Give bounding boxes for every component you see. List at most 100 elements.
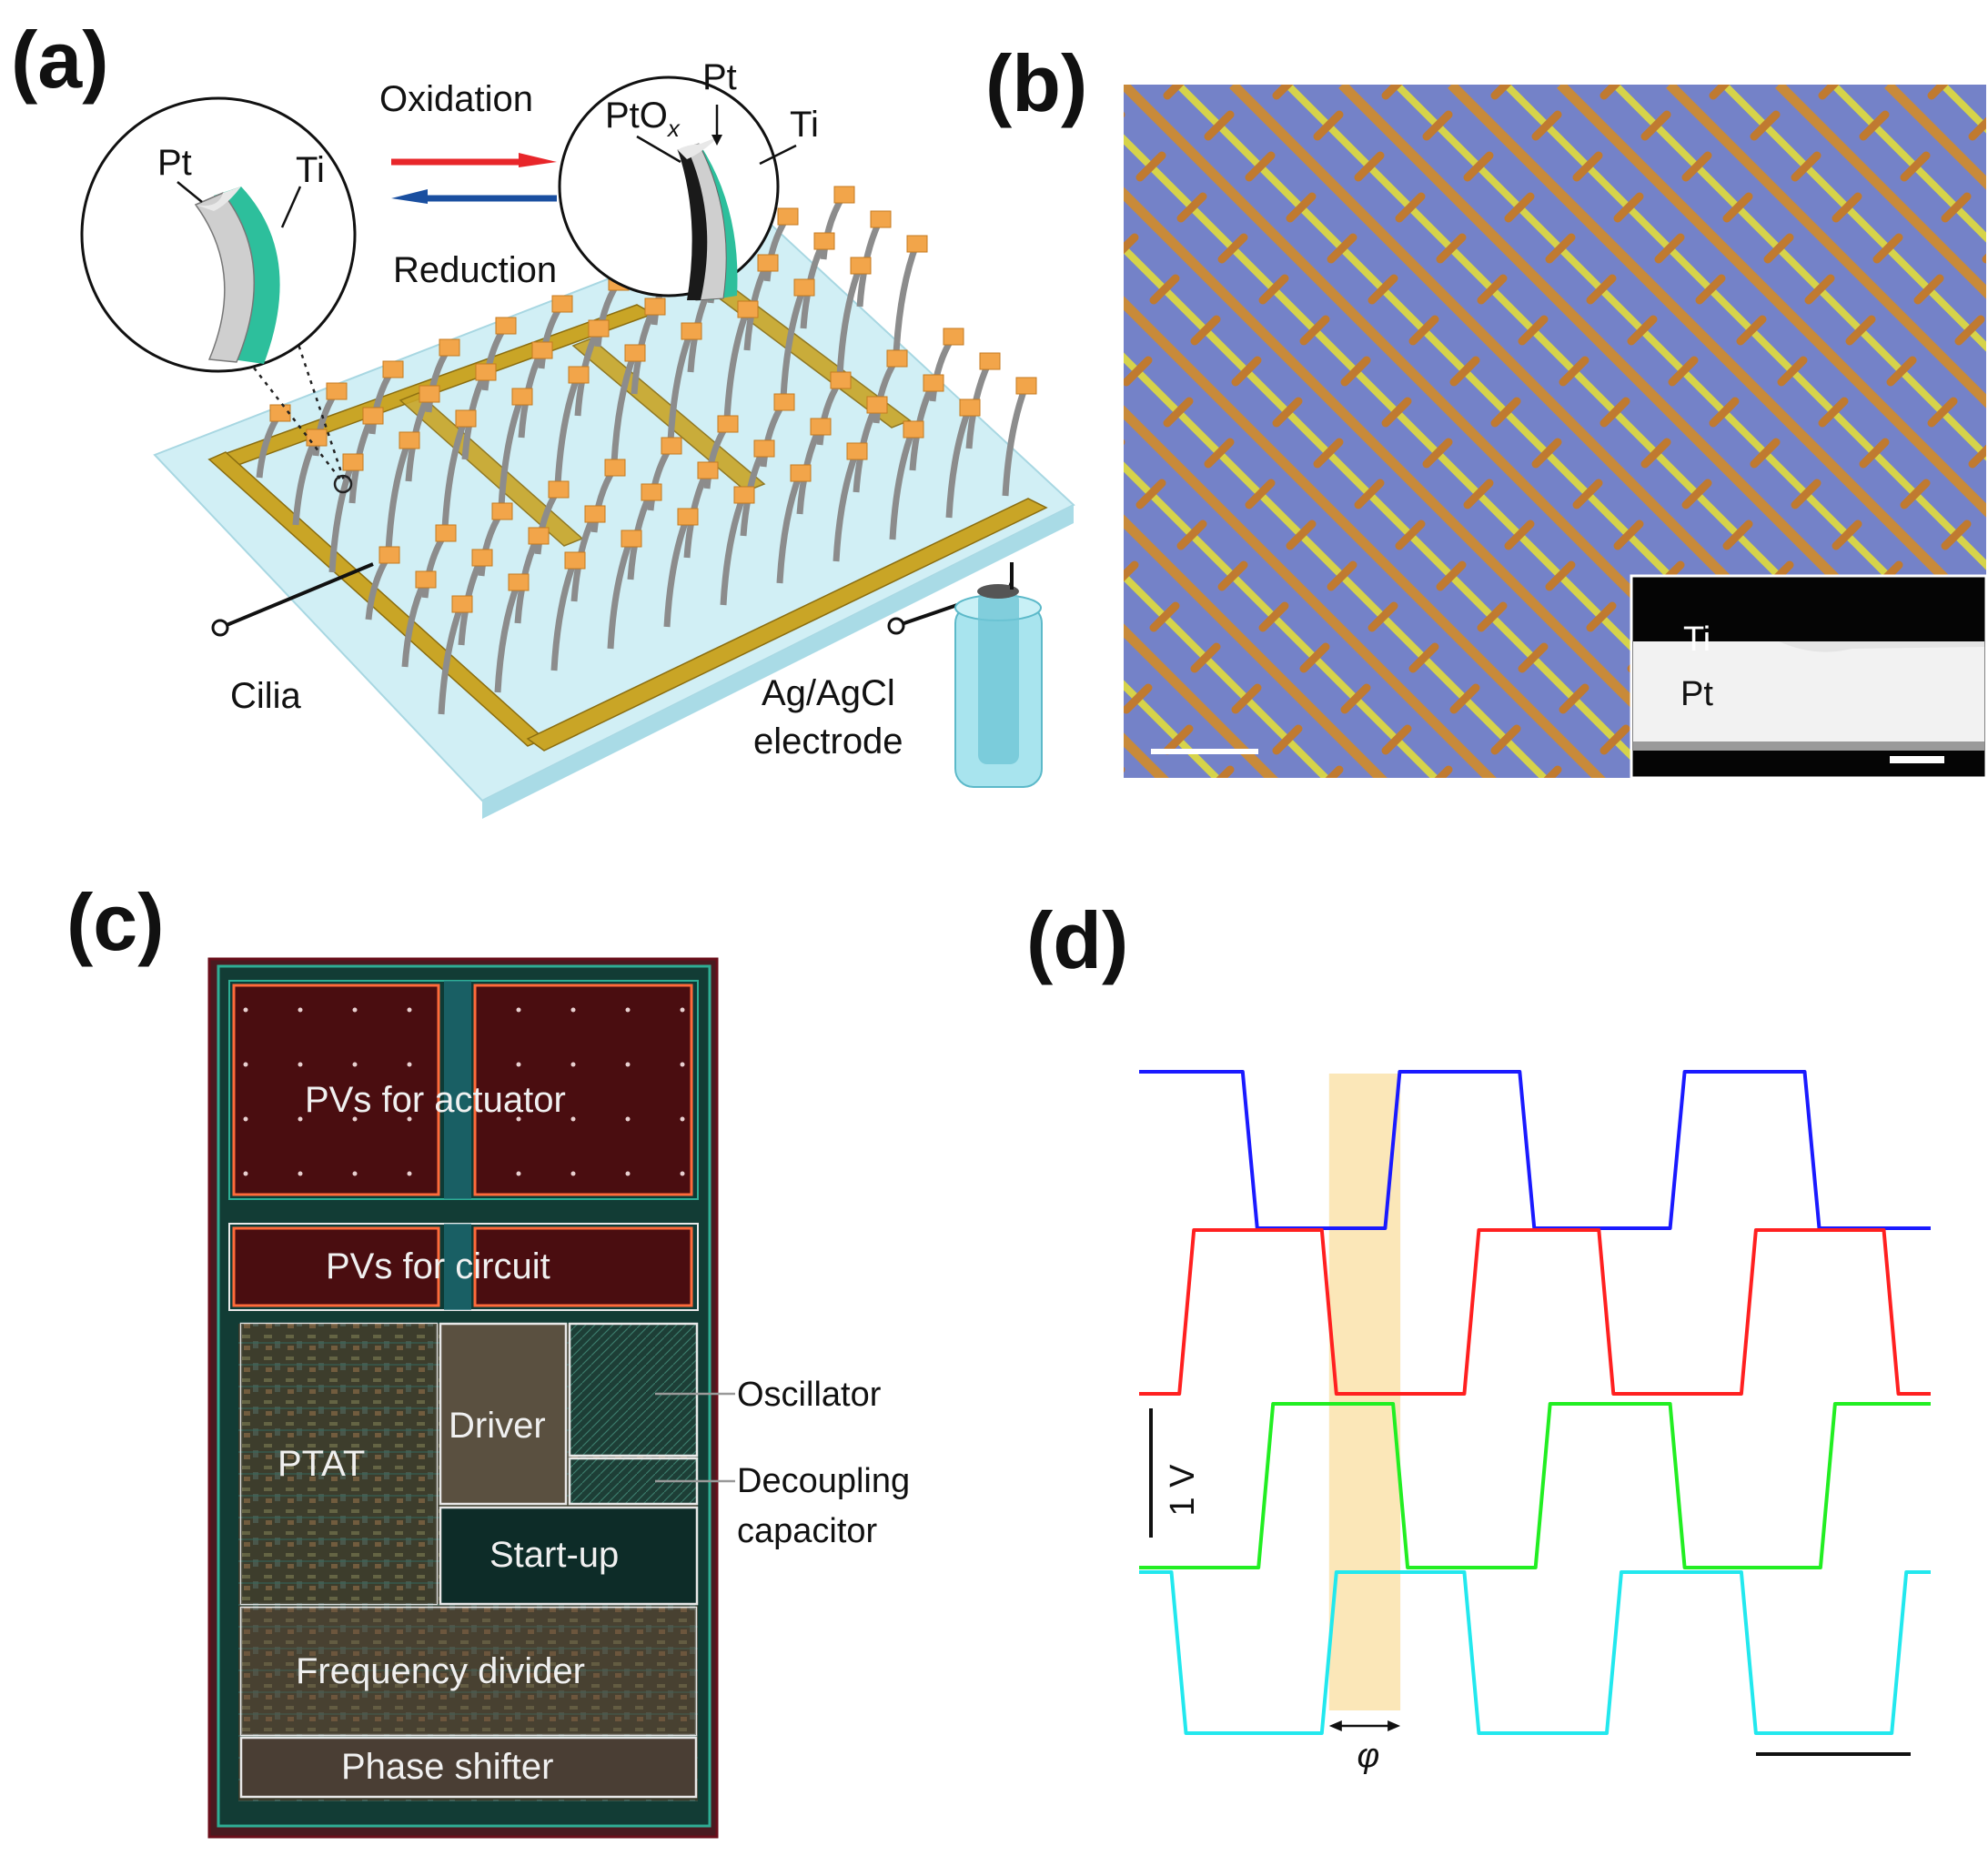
sem-cross-bar [1163,724,1194,755]
sem-cross-bar [1640,110,1671,141]
sem-cross-bar [1176,192,1207,223]
cilium-pad [979,352,1001,370]
cilium-pad [471,549,493,567]
sem-rod [1124,514,1388,778]
cilium-pad [661,437,682,455]
sem-rod [1338,85,1986,736]
sem-cross-bar [1518,642,1549,673]
cilium-pad [717,415,739,433]
sem-cross-bar [1954,315,1985,346]
phase-shifter-label: Phase shifter [341,1747,553,1787]
sem-cross-bar [1681,479,1712,509]
right-ptox-label: PtOx [605,96,681,142]
cilium-pad [568,366,590,384]
sem-cross-bar [1572,151,1603,182]
panel-c-label: (c) [66,877,165,967]
cilium-pad [943,328,964,346]
sem-cross-bar [1518,315,1549,346]
cilium-pad [733,486,755,504]
sem-cross-bar [1449,683,1480,714]
sem-cross-bar [1477,274,1508,305]
sem-cross-bar [1135,479,1166,509]
cilium [494,581,521,693]
cilium-pad [362,407,384,425]
cilium-pad [326,382,348,400]
sem-cross-bar [1436,560,1467,591]
sem-cross-bar [1149,274,1180,305]
sem-cross-bar [1327,560,1357,591]
sem-cross-bar [1613,519,1644,550]
oxidation-arrow [391,153,557,167]
sem-cross-bar [1872,233,1903,264]
sem-cross-bar [1859,110,1890,141]
sem-cross-bar [1422,438,1453,469]
sem-rod [1124,732,1169,778]
sem-cross-bar [1340,356,1371,387]
sem-cross-bar [1640,438,1671,469]
sem-cross-bar [1750,110,1781,141]
cilium-pad [773,393,795,411]
sem-cross-bar [1695,274,1726,305]
cilium [1002,385,1029,497]
right-pt-label: Pt [702,57,737,97]
sem-cross-bar [1272,85,1294,100]
sem-cross-bar [1258,274,1289,305]
cilium-pad [906,235,928,253]
sem-cross-bar [1545,233,1576,264]
cilium-pad [757,254,779,272]
sem-rod [1124,623,1278,778]
sem-cross-bar [1490,85,1512,100]
sem-gold-strip [1612,85,1986,461]
sem-cross-bar [1859,438,1890,469]
reduction-arrow [391,189,557,204]
sem-cross-bar [1463,479,1494,509]
sem-cross-bar [1217,233,1248,264]
cilium-pad [1015,377,1037,395]
waveform-trace-3 [1139,1402,1931,1569]
cilium-pad [959,398,981,417]
sem-cross-bar [1286,519,1317,550]
electrode-label-line2: electrode [753,721,903,762]
sem-cross-bar [1367,274,1398,305]
panel-b-sem-image: Ti Pt [1124,85,1986,778]
sem-cross-bar [1381,397,1412,428]
sem-cross-bar [1941,519,1972,550]
left-pt-label: Pt [157,143,192,183]
left-zoom-inset [80,96,357,373]
cilium-pad [641,483,662,501]
sem-cross-bar [1381,85,1403,100]
left-ti-label: Ti [296,150,325,190]
sem-cross-bar [1354,479,1385,509]
cilium [776,472,803,584]
sem-cross-bar [1190,642,1221,673]
pv-actuator-label: PVs for actuator [305,1080,566,1120]
panel-c-chip-layout: PVs for actuator PVs for circuit PTAT Dr… [207,957,910,1839]
sem-cross-bar [1586,601,1617,632]
oxidation-label: Oxidation [379,79,533,119]
cilium-pad [810,418,832,436]
sem-cross-bar [1791,151,1821,182]
sem-cross-bar [1668,356,1699,387]
sem-cross-bar [1163,397,1194,428]
sem-cross-bar [1367,601,1398,632]
ptat-label: PTAT [278,1444,365,1484]
cilium-pad [793,278,815,297]
cilium-pad [491,502,513,520]
sem-cross-bar [1408,315,1439,346]
sem-cross-bar [1722,519,1753,550]
sem-cross-bar [1477,601,1508,632]
cilium [889,429,916,540]
cilium-pad [753,439,775,458]
sem-cross-bar [1434,765,1453,778]
sem-cross-bar [1176,519,1207,550]
cilium-pad [697,461,719,479]
sem-cross-bar [1463,151,1494,182]
sem-cross-bar [1340,683,1371,714]
right-zoom-inset [558,76,797,301]
cilium-pad [342,453,364,471]
sem-cross-bar [1968,116,1986,141]
cilium-pad [833,186,855,204]
cilia-terminal [211,619,229,637]
cilium-pad [677,508,699,526]
cilium-pad [923,374,944,392]
